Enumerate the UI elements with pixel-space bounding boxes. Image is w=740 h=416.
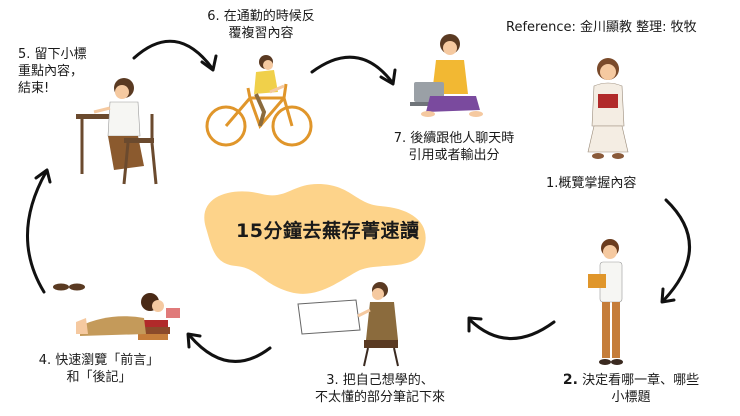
step-6-text-line2: 覆複習內容 [228,26,294,41]
arrow-6-to-7 [310,55,397,86]
step-4-text-line1: 快速瀏覽「前言」 [55,353,160,368]
step-4-label: 4. 快速瀏覽「前言」 和「後記」 [14,352,184,386]
arrow-2-to-3 [467,316,556,340]
step-6-number: 6. [207,9,220,24]
step-5-text-line2: 重點內容， [18,64,84,79]
man-at-desk-figure [76,78,158,185]
step-1-text: 概覽掌握內容 [558,176,637,191]
step-1-label: 1.概覽掌握內容 [546,175,636,192]
step-2-text-line2: 小標題 [611,390,651,405]
step-5-label: 5. 留下小標 重點內容， 結束! [18,46,87,97]
man-standing-reading-figure [588,239,623,365]
step-2-label: 2. 決定看哪一章、哪些 小標題 [526,372,736,406]
cyclist-figure [205,55,313,147]
step-4-text-line2: 和「後記」 [66,370,132,385]
step-2-number: 2. [562,372,578,388]
step-5-text-line1: 留下小標 [34,47,87,62]
reference-credit: Reference: 金川顯教 整理: 牧牧 [506,20,697,35]
step-3-text-line1: 把自己想學的、 [342,373,434,388]
step-5-text-line3: 結束! [18,81,50,96]
woman-lying-reading-figure [76,293,180,340]
step-7-number: 7. [393,131,407,146]
center-title: 15分鐘去蕪存菁速讀 [236,220,420,242]
step-4-number: 4. [38,353,52,368]
step-3-number: 3. [326,373,339,388]
step-3-text-line2: 不太懂的部分筆記下來 [314,390,445,405]
woman-with-laptop-figure [410,34,483,117]
blob-shape [204,184,426,294]
step-3-label: 3. 把自己想學的、 不太懂的部分筆記下來 [280,372,480,406]
step-2-text-line1: 決定看哪一章、哪些 [582,373,700,388]
shoes-icon [53,283,85,291]
step-1-number: 1. [546,176,559,191]
step-7-text-line1: 後續跟他人聊天時 [410,131,515,146]
step-7-label: 7. 後續跟他人聊天時 引用或者輸出分 [374,130,534,164]
arrow-4-to-5 [26,168,52,294]
arrow-5-to-6 [132,39,218,72]
arrow-1-to-2 [660,198,691,304]
step-5-number: 5. [18,47,31,62]
man-writing-notes-figure [297,282,399,367]
step-6-text-line1: 在通勤的時候反 [223,9,315,24]
step-6-label: 6. 在通勤的時候反 覆複習內容 [186,8,336,42]
step-7-text-line2: 引用或者輸出分 [408,148,500,163]
arrow-3-to-4 [186,332,272,363]
person-reading-book-figure [587,58,629,159]
